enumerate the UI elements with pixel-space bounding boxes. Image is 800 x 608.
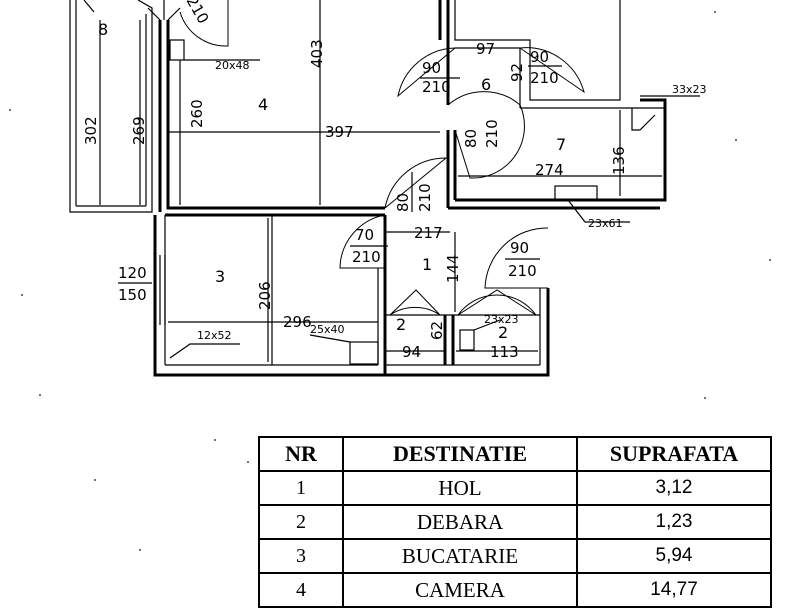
door-7-width: 90 <box>510 239 529 257</box>
door-3-width: 70 <box>355 226 374 244</box>
row-destinatie: CAMERA <box>342 572 578 608</box>
fixture-23x61: 23x61 <box>588 217 623 230</box>
row-nr: 2 <box>258 504 344 540</box>
header-destinatie: DESTINATIE <box>342 436 578 472</box>
row-suprafata: 1,23 <box>576 504 772 540</box>
fixture-33x23: 33x23 <box>672 83 707 96</box>
fixture-25x40: 25x40 <box>310 323 345 336</box>
dim-206: 206 <box>256 281 274 310</box>
door-6-bottom-width: 80 <box>462 129 480 148</box>
dim-269: 269 <box>130 116 148 145</box>
door-6-left-width: 90 <box>422 59 441 77</box>
fixtures <box>169 39 700 365</box>
dim-97: 97 <box>476 40 495 58</box>
row-suprafata: 3,12 <box>576 470 772 506</box>
room-legend-table: NR DESTINATIE SUPRAFATA 1 HOL 3,12 2 DEB… <box>258 436 772 608</box>
window <box>118 255 166 325</box>
dim-94: 94 <box>402 343 421 361</box>
dim-62: 62 <box>428 321 446 340</box>
row-destinatie: DEBARA <box>342 504 578 540</box>
dim-403: 403 <box>308 39 326 68</box>
main-walls <box>147 0 667 377</box>
room-number-6: 6 <box>481 75 491 94</box>
door-4-width: 80 <box>394 193 412 212</box>
dim-397: 397 <box>325 123 354 141</box>
dim-113: 113 <box>490 343 519 361</box>
door-6-left-height: 210 <box>422 78 451 96</box>
dim-136: 136 <box>610 146 628 175</box>
row-nr: 3 <box>258 538 344 574</box>
room-number-1: 1 <box>422 255 432 274</box>
door-6-bottom-height: 210 <box>483 119 501 148</box>
dim-217: 217 <box>414 224 443 242</box>
room-number-7: 7 <box>556 135 566 154</box>
dim-92: 92 <box>508 63 526 82</box>
table-row: 1 HOL 3,12 <box>258 470 772 506</box>
door-4-height: 210 <box>416 183 434 212</box>
room-number-3: 3 <box>215 267 225 286</box>
row-destinatie: HOL <box>342 470 578 506</box>
door-7-height: 210 <box>508 262 537 280</box>
row-destinatie: BUCATARIE <box>342 538 578 574</box>
door-swings <box>179 0 585 316</box>
table-row: 4 CAMERA 14,77 <box>258 572 772 608</box>
row-nr: 1 <box>258 470 344 506</box>
table-row: 3 BUCATARIE 5,94 <box>258 538 772 574</box>
door-3-height: 210 <box>352 248 381 266</box>
dim-296: 296 <box>283 313 312 331</box>
dim-274: 274 <box>535 161 564 179</box>
row-suprafata: 14,77 <box>576 572 772 608</box>
window-width: 120 <box>118 264 147 282</box>
door-top-height: 210 <box>183 0 213 27</box>
dim-302: 302 <box>82 116 100 145</box>
fixture-23x23: 23x23 <box>484 313 519 326</box>
fixture-20x48: 20x48 <box>215 59 250 72</box>
dimension-lines <box>99 0 662 362</box>
header-suprafata: SUPRAFATA <box>576 436 772 472</box>
scan-speckles <box>9 11 771 551</box>
fixture-12x52: 12x52 <box>197 329 232 342</box>
header-nr: NR <box>258 436 344 472</box>
room-number-8: 8 <box>98 20 108 39</box>
row-nr: 4 <box>258 572 344 608</box>
room-number-2a: 2 <box>396 315 406 334</box>
dim-260: 260 <box>188 99 206 128</box>
dim-144: 144 <box>444 254 462 283</box>
room-number-2b: 2 <box>498 323 508 342</box>
legend-header-row: NR DESTINATIE SUPRAFATA <box>258 436 772 472</box>
table-row: 2 DEBARA 1,23 <box>258 504 772 540</box>
door-6-right-height: 210 <box>530 69 559 87</box>
row-suprafata: 5,94 <box>576 538 772 574</box>
door-6-right-width: 90 <box>530 48 549 66</box>
window-height: 150 <box>118 286 147 304</box>
room-8-walls <box>69 0 153 213</box>
room-number-4: 4 <box>258 95 268 114</box>
